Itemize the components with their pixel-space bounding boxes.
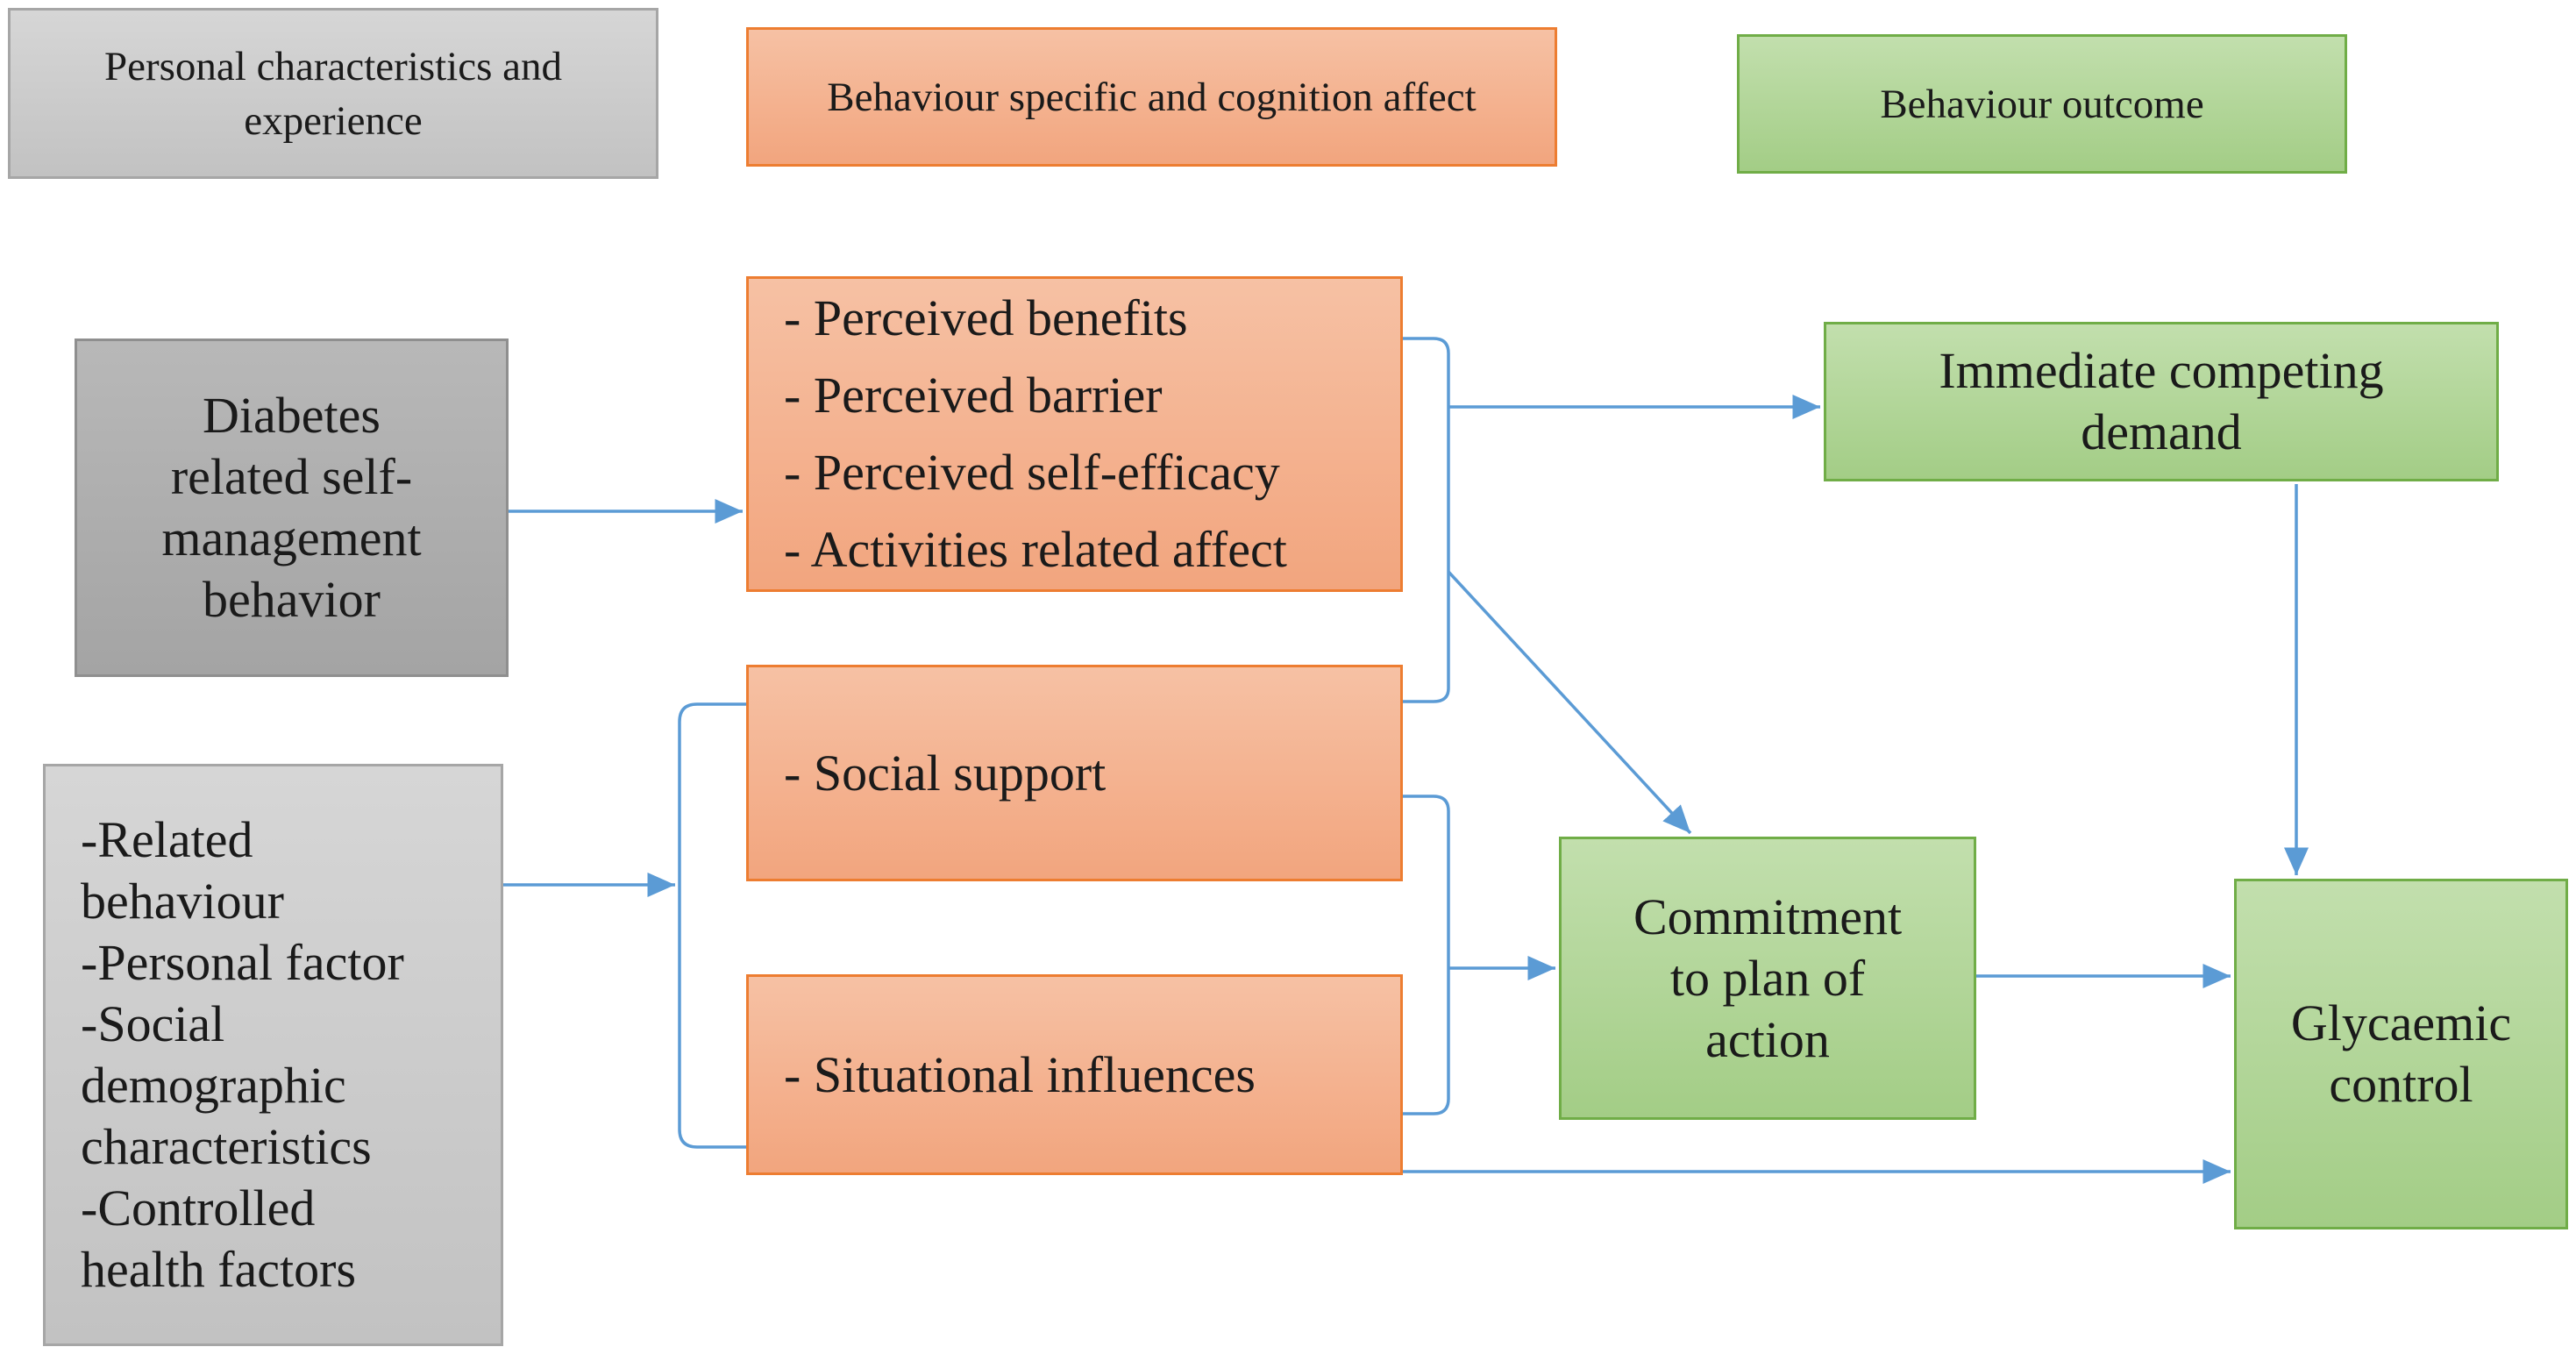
social-support-node: - Social support bbox=[746, 665, 1403, 881]
legend-behaviour-specific: Behaviour specific and cognition affect bbox=[746, 27, 1557, 167]
lower-right-bracket bbox=[1403, 795, 1450, 1115]
perceived-factors-list: - Perceived benefits - Perceived barrier… bbox=[784, 272, 1287, 596]
legend-personal-characteristics: Personal characteristics and experience bbox=[8, 8, 658, 179]
legend-behaviour-outcome: Behaviour outcome bbox=[1737, 34, 2347, 174]
glycaemic-control-node: Glycaemic control bbox=[2234, 879, 2568, 1229]
diabetes-self-management-node: Diabetes related self- management behavi… bbox=[75, 338, 509, 677]
list-item: - Perceived self-efficacy bbox=[784, 444, 1280, 501]
list-item: - Perceived benefits bbox=[784, 289, 1188, 346]
situational-influences-node: - Situational influences bbox=[746, 974, 1403, 1175]
immediate-competing-demand-node: Immediate competing demand bbox=[1824, 322, 2499, 481]
upper-right-bracket bbox=[1403, 337, 1450, 703]
list-item: - Activities related affect bbox=[784, 521, 1287, 578]
left-bracket bbox=[678, 702, 746, 1149]
commitment-to-plan-node: Commitment to plan of action bbox=[1559, 837, 1976, 1120]
list-item: - Perceived barrier bbox=[784, 367, 1163, 424]
arrow-to-commitment-diagonal bbox=[1447, 570, 1692, 835]
perceived-factors-node: - Perceived benefits - Perceived barrier… bbox=[746, 276, 1403, 592]
personal-factors-node: -Related behaviour -Personal factor -Soc… bbox=[43, 764, 503, 1346]
